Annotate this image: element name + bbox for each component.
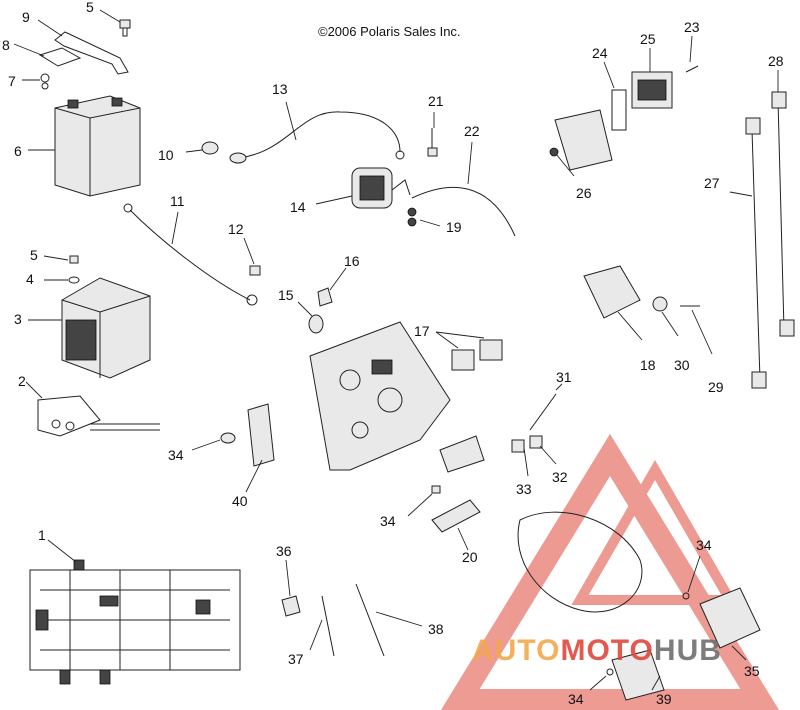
battery-pad bbox=[13, 43, 82, 67]
callout-28: 28 bbox=[768, 53, 784, 69]
callout-33: 33 bbox=[516, 481, 532, 497]
callout-40: 40 bbox=[232, 493, 248, 509]
module-bolt bbox=[680, 305, 713, 355]
callout-7: 7 bbox=[8, 73, 16, 89]
callout-8: 8 bbox=[2, 37, 10, 53]
box-bolt bbox=[43, 255, 80, 284]
callout-18: 18 bbox=[640, 357, 656, 373]
cover-39 bbox=[611, 649, 665, 701]
watermark-logo bbox=[440, 433, 780, 710]
watermark-text: AUTOMOTOHUB bbox=[472, 634, 722, 667]
relays bbox=[435, 331, 503, 371]
control-module bbox=[583, 265, 643, 341]
callout-30: 30 bbox=[674, 357, 690, 373]
callout-17: 17 bbox=[414, 323, 430, 339]
copyright-text: ©2006 Polaris Sales Inc. bbox=[318, 24, 461, 39]
callout-34-left: 34 bbox=[168, 447, 184, 463]
bolt-top bbox=[99, 9, 131, 37]
relay-bracket bbox=[549, 109, 613, 177]
watermark-part-hub: HUB bbox=[654, 634, 722, 667]
cable-bolt bbox=[243, 237, 261, 276]
callout-34-bottom: 34 bbox=[568, 691, 584, 707]
callout-11: 11 bbox=[170, 193, 185, 209]
callout-25: 25 bbox=[640, 31, 656, 47]
clip-pair bbox=[511, 435, 557, 477]
callout-5-top: 5 bbox=[86, 0, 94, 15]
ground-cable bbox=[123, 203, 258, 306]
frame-rear bbox=[517, 511, 643, 613]
callout-21: 21 bbox=[428, 93, 444, 109]
terminal-nuts bbox=[407, 207, 441, 227]
wiring-harness bbox=[29, 539, 241, 685]
callout-6: 6 bbox=[14, 143, 22, 159]
callout-20: 20 bbox=[462, 549, 478, 565]
watermark-part-auto: AUTO bbox=[472, 634, 560, 667]
shield-35 bbox=[699, 587, 761, 661]
battery bbox=[28, 95, 141, 197]
callout-2: 2 bbox=[18, 373, 26, 389]
tie-37 bbox=[309, 595, 335, 657]
bolt-34-left bbox=[191, 432, 236, 451]
callout-5-lower: 5 bbox=[30, 247, 38, 263]
bolt-34-right bbox=[589, 555, 701, 691]
mount-bracket bbox=[431, 499, 481, 551]
callout-23: 23 bbox=[684, 19, 700, 35]
harness-tie bbox=[529, 383, 563, 431]
callout-36: 36 bbox=[276, 543, 292, 559]
battery-cable-long-2 bbox=[771, 70, 795, 337]
module-grommet bbox=[652, 296, 679, 337]
callout-12: 12 bbox=[228, 221, 244, 237]
fuse-screw bbox=[685, 35, 699, 73]
callout-10: 10 bbox=[158, 147, 174, 163]
callout-35: 35 bbox=[744, 663, 760, 679]
callout-34-mid: 34 bbox=[380, 513, 396, 529]
callout-9: 9 bbox=[22, 9, 30, 25]
wire-clip bbox=[297, 301, 324, 334]
bolt-34-mid bbox=[407, 485, 441, 517]
positive-cable bbox=[185, 101, 405, 164]
callout-37: 37 bbox=[288, 651, 304, 667]
relay-clip bbox=[603, 61, 627, 131]
solenoid-wire bbox=[411, 141, 516, 237]
solenoid-screw bbox=[427, 112, 438, 157]
harness-clip bbox=[317, 267, 347, 307]
bracket-small bbox=[439, 435, 485, 473]
callout-labels: 9 5 8 7 6 5 4 3 2 1 10 11 12 13 14 15 16… bbox=[2, 0, 784, 707]
battery-strap bbox=[37, 19, 129, 75]
battery-cable-bracket bbox=[25, 381, 160, 437]
callout-15: 15 bbox=[278, 287, 294, 303]
battery-nut bbox=[22, 73, 50, 90]
callout-19: 19 bbox=[446, 219, 462, 235]
callout-3: 3 bbox=[14, 311, 22, 327]
callout-1: 1 bbox=[38, 527, 46, 543]
callout-22: 22 bbox=[464, 123, 480, 139]
starter-solenoid bbox=[315, 167, 411, 209]
callout-34-right: 34 bbox=[696, 537, 712, 553]
callout-16: 16 bbox=[344, 253, 360, 269]
callout-24: 24 bbox=[592, 45, 608, 61]
clamp-36 bbox=[281, 559, 301, 617]
callout-38: 38 bbox=[428, 621, 444, 637]
callout-14: 14 bbox=[290, 199, 306, 215]
callout-39: 39 bbox=[656, 691, 672, 707]
bracket-40 bbox=[245, 403, 275, 493]
frame-plate bbox=[309, 321, 451, 471]
fuse-block bbox=[631, 48, 673, 109]
callout-32: 32 bbox=[552, 469, 568, 485]
callout-13: 13 bbox=[272, 81, 288, 97]
callout-29: 29 bbox=[708, 379, 724, 395]
watermark-part-moto: MOTO bbox=[560, 634, 653, 667]
callout-31: 31 bbox=[556, 369, 572, 385]
battery-box bbox=[28, 277, 151, 379]
callout-4: 4 bbox=[26, 271, 34, 287]
battery-cable-long bbox=[729, 117, 767, 389]
callout-27: 27 bbox=[704, 175, 720, 191]
callout-26: 26 bbox=[576, 185, 592, 201]
tie-38 bbox=[355, 583, 423, 657]
